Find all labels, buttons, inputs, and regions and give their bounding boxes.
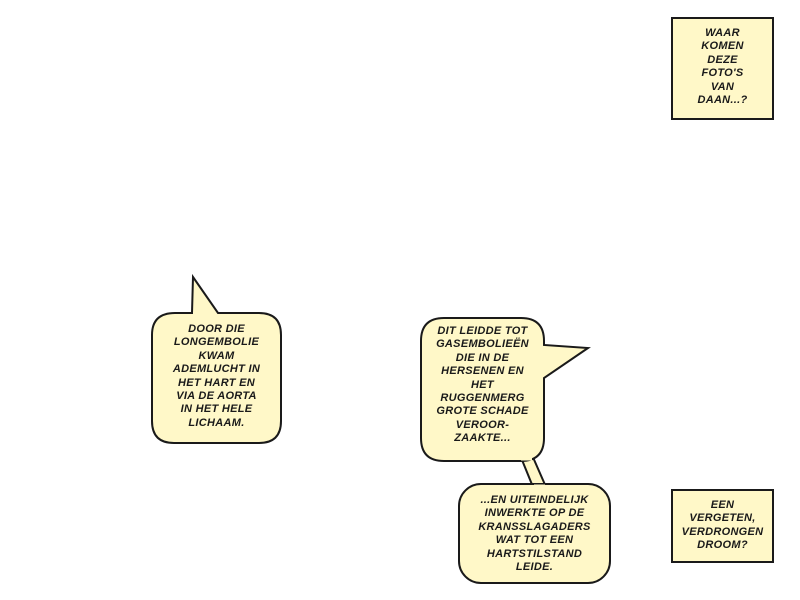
text-line: LICHAAM. [188,416,245,429]
text-line: DIE IN DE [455,351,510,364]
text-line: FOTO'S [701,67,744,80]
text-line: KWAM [198,349,235,362]
caption-box-bottom [671,489,774,563]
text-line: WAT TOT EEN [495,534,574,547]
text-line: HERSENEN EN [441,365,524,378]
text-line: EEN [710,499,735,511]
bubble-middle-text: DIT LEIDDE TOT GASEMBOLIEËN DIE IN DE HE… [421,325,544,446]
text-line: HET HART EN [177,376,256,389]
text-line: HARTSTILSTAND [486,547,583,560]
text-line: KOMEN [701,40,744,53]
text-line: VIA DE AORTA [176,390,257,403]
text-line: ...EN UITEINDELIJK [480,494,589,506]
text-line: DOOR DIE [188,323,245,335]
text-line: KRANSSLAGADERS [478,520,591,533]
caption-box-top [671,17,774,120]
text-line: ZAAKTE... [454,432,511,445]
speech-bubble-middle [420,317,591,462]
text-line: DIT LEIDDE TOT [437,325,528,337]
text-line: LEIDE. [515,561,554,574]
bubble-left-text: DOOR DIE LONGEMBOLIE KWAM ADEMLUCHT IN H… [152,323,281,430]
text-line: GASEMBOLIEËN [436,338,529,351]
text-line: VEROOR- [455,418,510,431]
text-line: LONGEMBOLIE [173,336,260,349]
text-line: ADEMLUCHT IN [172,363,261,376]
text-line: INWERKTE OP DE [484,507,585,520]
text-line: DROOM? [697,539,748,552]
text-line: RUGGENMERG [440,392,525,405]
caption-bottom-text: EEN VERGETEN, VERDRONGEN DROOM? [672,499,773,553]
text-line: VERGETEN, [689,512,756,525]
text-line: VERDRONGEN [681,525,764,538]
text-line: WAAR [705,27,740,39]
speech-bubble-left [151,273,282,444]
text-line: VAN [710,80,735,93]
bubble-bottom-text: ...EN UITEINDELIJK INWERKTE OP DE KRANSS… [459,494,610,574]
speech-bubble-bottom [458,483,611,584]
text-line: HET [471,378,494,391]
text-line: GROTE SCHADE [436,405,529,418]
text-line: DEZE [707,53,738,66]
text-line: DAAN...? [697,94,748,107]
caption-top-text: WAAR KOMEN DEZE FOTO'S VAN DAAN...? [672,27,773,107]
text-line: IN HET HELE [180,403,253,416]
